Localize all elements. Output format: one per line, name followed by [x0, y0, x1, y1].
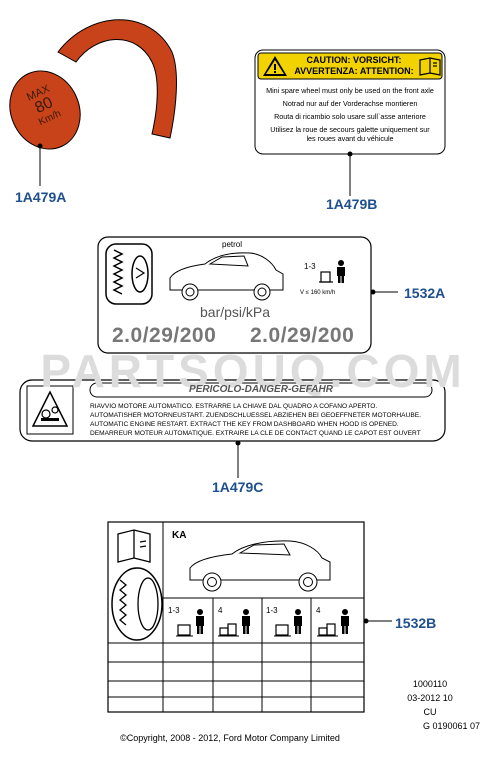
- leader-dot-1532a: [370, 289, 376, 295]
- danger-title-bar: [89, 382, 433, 398]
- caution-line-4: Utilisez la roue de secours galette uniq…: [270, 125, 430, 134]
- speed-limit-sticker: [9, 70, 81, 150]
- car-icon-1532a: [169, 252, 284, 301]
- ka-load-1: 1-3: [168, 606, 180, 615]
- reference-line-4: G 0190061 07: [422, 721, 480, 731]
- leader-dot-1532b: [363, 618, 369, 624]
- danger-line-4: DEMARREUR MOTEUR AUTOMATIQUE. EXTRAIRE L…: [90, 430, 421, 437]
- luggage-icon-1532a: [319, 271, 333, 283]
- danger-line-3: AUTOMATIC ENGINE RESTART. EXTRACT THE KE…: [90, 421, 399, 428]
- tyre-label-occupants: 1-3: [304, 262, 316, 271]
- tyre-label-speed-note: V ≤ 160 km/h: [300, 290, 336, 296]
- part-label-1a479c[interactable]: 1A479C: [212, 479, 264, 495]
- reference-block: 1000110 03-2012 10 CU G 0190061 07: [380, 677, 480, 733]
- luggage-icon-cell3: [274, 624, 291, 637]
- ka-load-2: 4: [218, 606, 223, 615]
- danger-title: PERICOLO-DANGER-GEFAHR: [189, 384, 333, 395]
- leader-dot-1a479c: [235, 440, 241, 446]
- caution-header-line2: AVVERTENZA: ATTENTION:: [294, 66, 414, 76]
- tyre-icon: [105, 243, 153, 305]
- tyre-label-border: [97, 236, 372, 354]
- leader-dot-1a479a: [37, 143, 43, 149]
- book-icon-ka: [117, 529, 151, 563]
- person-icon-cell4: [341, 609, 349, 634]
- caution-header-text: CAUTION: VORSICHT: AVVERTENZA: ATTENTION…: [290, 55, 418, 77]
- book-icon: [419, 57, 441, 76]
- leader-dot-1a479b: [347, 151, 353, 157]
- luggage-icon-cell1: [176, 624, 193, 637]
- warning-triangle-icon: [263, 56, 287, 76]
- part-label-1532b[interactable]: 1532B: [395, 615, 437, 631]
- ka-model-name: KA: [172, 530, 187, 541]
- tyre-icon-ka: [111, 567, 163, 641]
- warning-triangle-icon-danger: [31, 390, 69, 427]
- caution-line-1: Mini spare wheel must only be used on th…: [266, 86, 434, 95]
- danger-line-1: RIAVVIO MOTORE AUTOMATICO. ESTRARRE LA C…: [90, 403, 378, 410]
- person-icon-cell2: [242, 609, 250, 634]
- speed-sticker-arc: [57, 19, 177, 139]
- car-icon-ka: [189, 540, 331, 592]
- person-icon-1532a: [337, 260, 345, 283]
- reference-line-3: CU: [423, 707, 437, 717]
- copyright: ©Copyright, 2008 - 2012, Ford Motor Comp…: [120, 733, 340, 743]
- person-icon-cell3: [294, 609, 302, 634]
- reference-line-2: 03-2012 10: [407, 693, 453, 703]
- ka-load-3: 1-3: [266, 606, 278, 615]
- luggage-icon-cell4: [317, 623, 338, 637]
- person-icon-cell1: [196, 609, 204, 634]
- luggage-icon-cell2: [218, 623, 239, 637]
- tyre-pressure-left: 2.0/29/200: [112, 324, 217, 347]
- tyre-label-units: bar/psi/kPa: [200, 304, 271, 320]
- ka-load-4: 4: [316, 606, 321, 615]
- part-label-1532a[interactable]: 1532A: [404, 285, 446, 301]
- caution-line-2: Notrad nur auf der Vorderachse montieren: [282, 99, 418, 108]
- part-label-1a479a[interactable]: 1A479A: [15, 189, 67, 205]
- caution-line-5: les roues avant du véhicule: [306, 134, 394, 143]
- caution-line-3: Routa di ricambio solo usare sull`asse a…: [274, 112, 426, 121]
- caution-header: [257, 52, 443, 80]
- watermark: PARTSOUQ.COM: [40, 345, 466, 397]
- danger-line-2: AUTOMATISHER MOTORNEUSTART. ZUENDSCHLUES…: [90, 412, 421, 419]
- tyre-pressure-right: 2.0/29/200: [250, 324, 355, 347]
- tyre-label-fuel: petrol: [222, 240, 243, 249]
- caution-text-block: Mini spare wheel must only be used on th…: [258, 86, 442, 143]
- caution-header-line1: CAUTION: VORSICHT:: [306, 55, 402, 65]
- part-label-1a479b[interactable]: 1A479B: [326, 196, 378, 212]
- load-cell-icons: [176, 609, 349, 637]
- reference-line-1: 1000110: [412, 679, 448, 689]
- danger-text-block: RIAVVIO MOTORE AUTOMATICO. ESTRARRE LA C…: [90, 402, 440, 438]
